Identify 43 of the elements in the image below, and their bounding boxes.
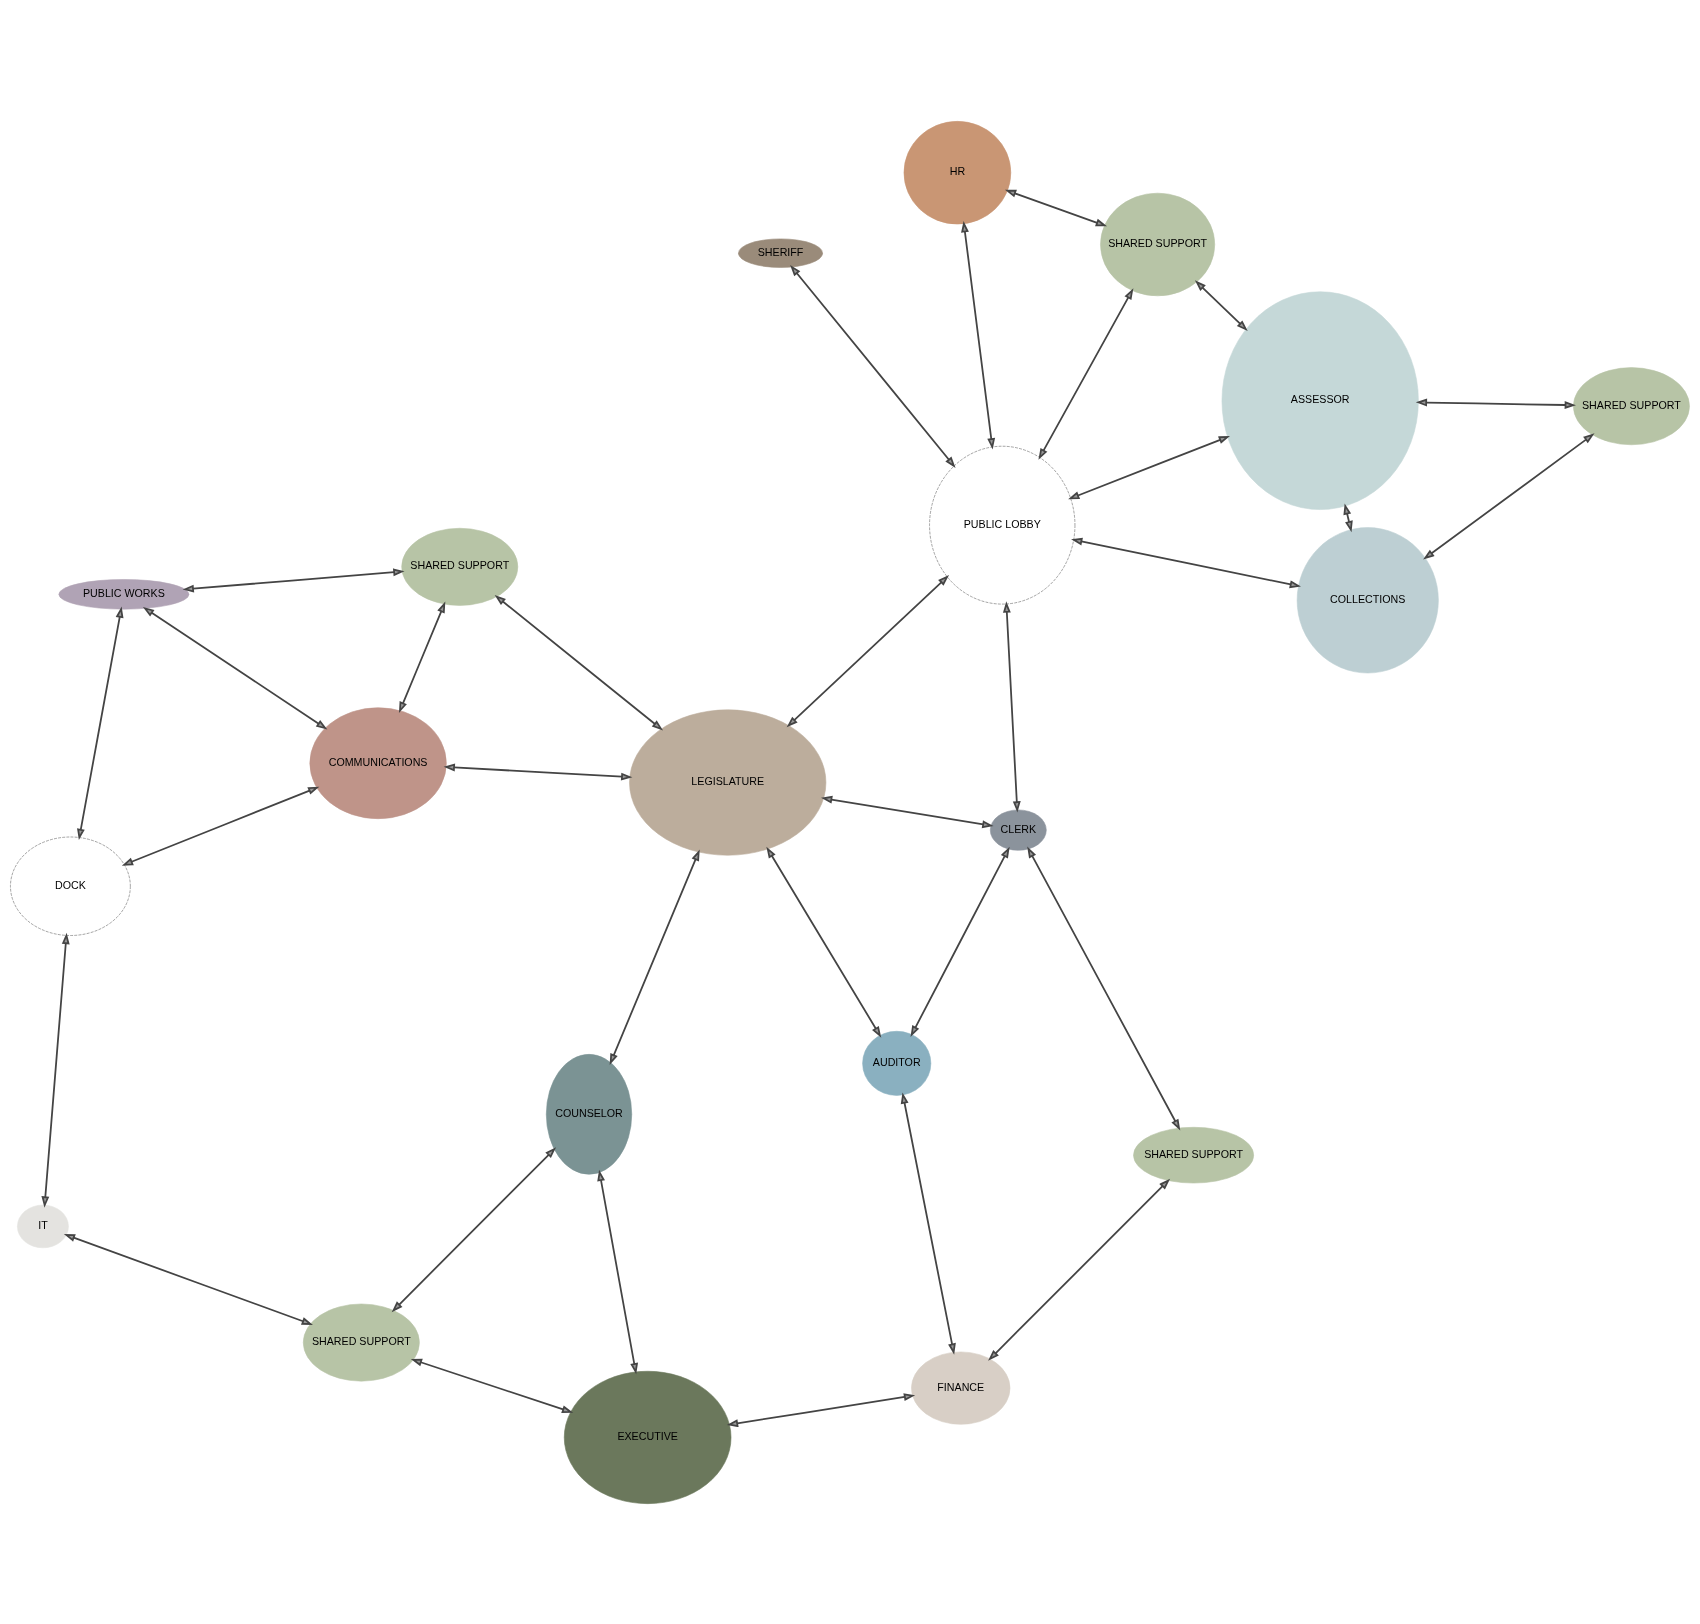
arrow — [961, 220, 996, 450]
arrow — [443, 763, 633, 781]
arrow — [1002, 600, 1021, 813]
arrow — [1068, 435, 1230, 499]
node-ellipse: IT — [17, 1204, 69, 1248]
node-circle: AUDITOR — [862, 1030, 932, 1096]
arrow — [1038, 287, 1134, 460]
arrow — [63, 1233, 313, 1325]
arrow — [821, 795, 994, 828]
node-circle: COLLECTIONS — [1296, 526, 1439, 673]
arrow — [398, 601, 446, 713]
arrow — [609, 849, 700, 1065]
arrow — [77, 606, 124, 840]
node-ellipse: CLERK — [990, 809, 1047, 851]
arrow — [910, 846, 1010, 1037]
arrow — [142, 606, 328, 729]
arrow — [41, 932, 70, 1208]
node-ellipse: SHARED SUPPORT — [303, 1303, 420, 1381]
arrow — [182, 567, 405, 593]
arrow — [1071, 537, 1301, 588]
arrow — [494, 594, 664, 730]
node-ellipse: PUBLIC WORKS — [58, 578, 190, 609]
arrow — [988, 1178, 1171, 1361]
arrow — [1194, 279, 1248, 331]
arrow — [766, 846, 882, 1038]
node-circle: HR — [903, 120, 1012, 224]
arrow — [121, 786, 320, 866]
arrow — [1027, 846, 1181, 1130]
arrow — [790, 264, 956, 468]
arrow — [726, 1392, 916, 1427]
node-ellipse: SHERIFF — [738, 238, 823, 268]
arrow — [597, 1169, 639, 1374]
node-ellipse: SHARED SUPPORT — [1100, 192, 1216, 296]
arrow — [410, 1358, 574, 1413]
arrow — [786, 574, 950, 727]
arrow — [1004, 189, 1107, 226]
arrow — [1423, 432, 1595, 560]
arrow — [900, 1091, 956, 1355]
node-ellipse: DOCK — [10, 836, 131, 936]
arrow — [391, 1146, 557, 1312]
node-ellipse: SHARED SUPPORT — [1133, 1126, 1254, 1183]
arrow — [1415, 398, 1576, 409]
node-circle: ASSESSOR — [1221, 290, 1419, 510]
